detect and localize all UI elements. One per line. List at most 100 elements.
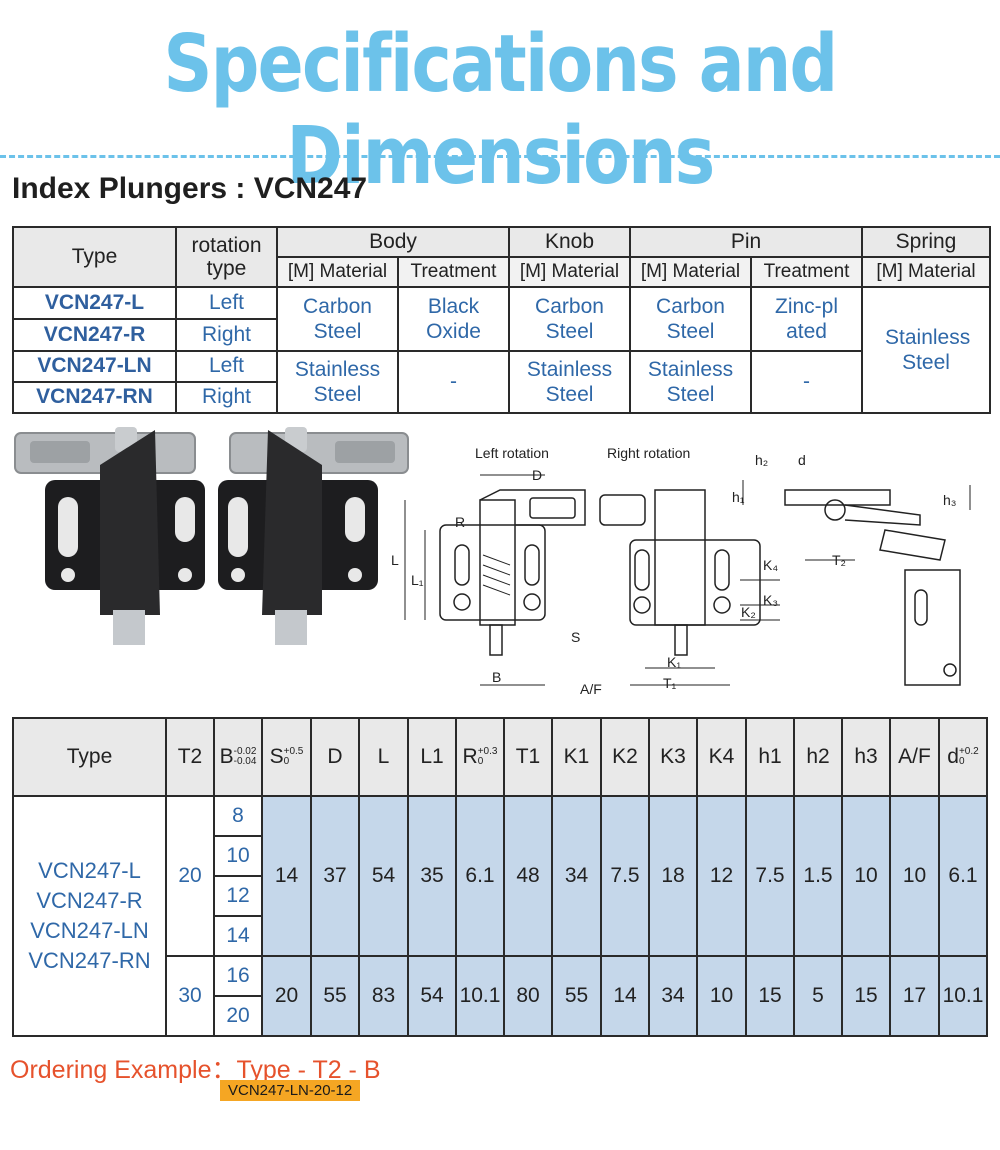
label-left-rotation: Left rotation <box>475 445 549 461</box>
header-b: B-0.02-0.04 <box>213 717 263 797</box>
materials-table: Type rotation type Body Knob Pin Spring … <box>12 225 992 415</box>
body-material-cell: Stainless Steel <box>276 349 399 415</box>
spring-material-cell: Stainless Steel <box>861 286 992 414</box>
header-D: D <box>310 717 360 797</box>
ordering-example-code: VCN247-LN-20-12 <box>220 1080 361 1101</box>
R-cell: 6.1 <box>455 795 505 957</box>
header-knob: Knob <box>508 225 631 259</box>
body-material-cell: Carbon Steel <box>276 286 399 352</box>
rotation-cell: Right <box>175 318 278 352</box>
pin-material-cell: Stainless Steel <box>629 349 752 415</box>
h3-cell: 10 <box>841 795 891 957</box>
label-S: S <box>571 629 580 645</box>
D-cell: 55 <box>310 955 360 1037</box>
dashed-divider <box>0 155 1000 158</box>
knob-material-cell: Carbon Steel <box>508 286 631 352</box>
header-pin-treatment: Treatment <box>749 256 864 289</box>
label-D: D <box>532 467 542 483</box>
header-body: Body <box>276 225 510 259</box>
s-cell: 14 <box>261 795 312 957</box>
label-AF: A/F <box>580 681 602 697</box>
L-cell: 83 <box>358 955 409 1037</box>
type-name: VCN247-R <box>36 888 143 913</box>
t2-cell: 20 <box>165 795 215 957</box>
label-K1: K₁ <box>667 654 681 670</box>
h1-cell: 15 <box>745 955 795 1037</box>
K4-cell: 12 <box>696 795 747 957</box>
D-cell: 37 <box>310 795 360 957</box>
header-T1: T1 <box>503 717 553 797</box>
K1-cell: 34 <box>551 795 602 957</box>
body-treatment-cell: Black Oxide <box>397 286 510 352</box>
header-pin-material: [M] Material <box>629 256 752 289</box>
b-cell: 10 <box>213 835 263 877</box>
type-name: VCN247-L <box>38 858 141 883</box>
header-h1: h1 <box>745 717 795 797</box>
label-R: R <box>455 514 465 530</box>
b-cell: 8 <box>213 795 263 837</box>
b-cell: 16 <box>213 955 263 997</box>
K3-cell: 18 <box>648 795 698 957</box>
header-knob-material: [M] Material <box>508 256 631 289</box>
label-B: B <box>492 669 501 685</box>
label-L1: L₁ <box>411 572 424 588</box>
ordering-example-label: Ordering Example：Type - T2 - B <box>10 1056 381 1084</box>
rotation-cell: Left <box>175 349 278 383</box>
header-rotation: rotation type <box>175 225 278 289</box>
rotation-cell: Left <box>175 286 278 321</box>
product-photo-right <box>218 427 409 645</box>
label-h3: h₃ <box>943 492 957 508</box>
h2-cell: 1.5 <box>793 795 843 957</box>
type-cell: VCN247-LN <box>12 349 177 383</box>
header-t2: T2 <box>165 717 215 797</box>
AF-cell: 17 <box>889 955 940 1037</box>
d-cell: 10.1 <box>938 955 988 1037</box>
header-body-treatment: Treatment <box>397 256 510 289</box>
K2-cell: 14 <box>600 955 650 1037</box>
AF-cell: 10 <box>889 795 940 957</box>
h1-cell: 7.5 <box>745 795 795 957</box>
header-spring: Spring <box>861 225 992 259</box>
s-cell: 20 <box>261 955 312 1037</box>
header-K4: K4 <box>696 717 747 797</box>
product-subtitle: Index Plungers : VCN247 <box>12 172 368 205</box>
label-T2: T₂ <box>832 552 846 568</box>
label-h2: h₂ <box>755 452 768 468</box>
b-cell: 12 <box>213 875 263 917</box>
pin-treatment-cell: - <box>749 349 864 415</box>
L1-cell: 54 <box>407 955 457 1037</box>
header-AF: A/F <box>889 717 940 797</box>
T1-cell: 80 <box>503 955 553 1037</box>
rotation-cell: Right <box>175 380 278 415</box>
type-name: VCN247-RN <box>28 948 151 973</box>
label-d: d <box>798 452 806 468</box>
product-photo-left <box>14 427 205 645</box>
header-h3: h3 <box>841 717 891 797</box>
type-cell: VCN247-L <box>12 286 177 321</box>
label-L: L <box>391 552 399 568</box>
header-body-material: [M] Material <box>276 256 399 289</box>
d-cell: 6.1 <box>938 795 988 957</box>
knob-material-cell: Stainless Steel <box>508 349 631 415</box>
type-cell: VCN247-RN <box>12 380 177 415</box>
header-spring-material: [M] Material <box>861 256 992 289</box>
label-K2: K₂ <box>741 604 756 620</box>
header-type: Type <box>12 225 177 289</box>
type-cell: VCN247-R <box>12 318 177 352</box>
b-cell: 14 <box>213 915 263 957</box>
header-L: L <box>358 717 409 797</box>
L-cell: 54 <box>358 795 409 957</box>
body-treatment-cell: - <box>397 349 510 415</box>
b-cell: 20 <box>213 995 263 1037</box>
label-K4: K₄ <box>763 557 778 573</box>
header-K2: K2 <box>600 717 650 797</box>
label-T1: T₁ <box>663 675 677 691</box>
K4-cell: 10 <box>696 955 747 1037</box>
K2-cell: 7.5 <box>600 795 650 957</box>
label-right-rotation: Right rotation <box>607 445 690 461</box>
header-pin: Pin <box>628 225 864 259</box>
type-name: VCN247-LN <box>30 918 149 943</box>
